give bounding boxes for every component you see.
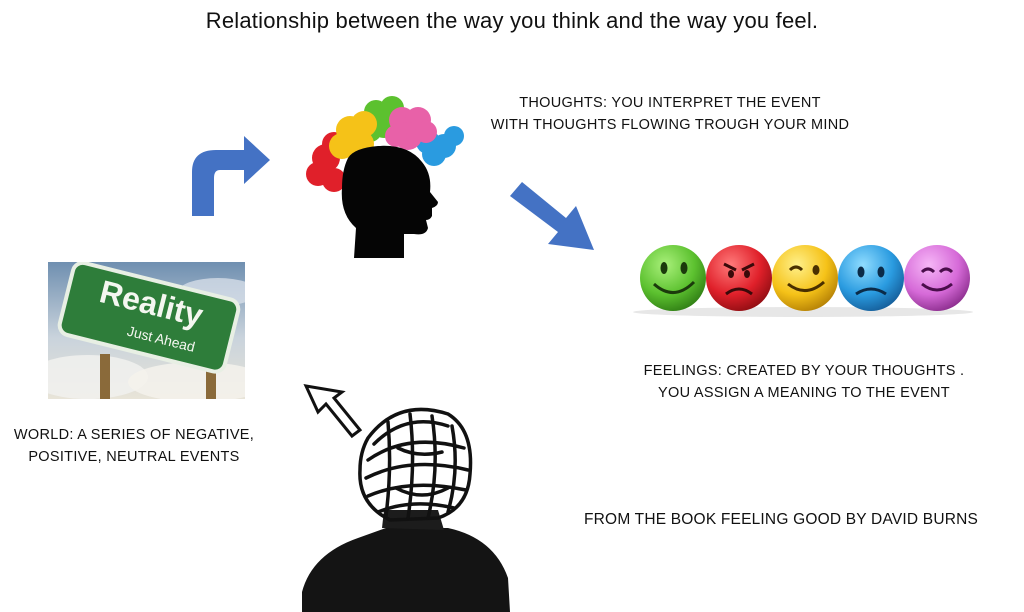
reality-sign-image: Reality Just Ahead	[48, 262, 245, 399]
blue-sad-face	[838, 245, 904, 311]
source-text: FROM THE BOOK FEELING GOOD BY DAVID BURN…	[584, 511, 979, 528]
brain-head-icon	[304, 96, 474, 261]
emoji-faces-icon	[628, 230, 978, 320]
world-caption-line-1: WORLD: A SERIES OF NEGATIVE,	[13, 427, 255, 443]
yellow-wink-face	[772, 245, 838, 311]
feelings-caption-line-1: FEELINGS: CREATED BY YOUR THOUGHTS .	[643, 363, 965, 379]
diagram-title: Relationship between the way you think a…	[205, 8, 819, 33]
world-caption-line-2: POSITIVE, NEUTRAL EVENTS	[28, 449, 240, 465]
thoughts-caption: THOUGHTS: YOU INTERPRET THE EVENT WITH T…	[470, 92, 870, 136]
diagonal-arrow-icon	[506, 178, 598, 254]
curved-arrow-icon	[186, 132, 274, 220]
world-caption: WORLD: A SERIES OF NEGATIVE, POSITIVE, N…	[8, 424, 260, 468]
purple-smile-face	[904, 245, 970, 311]
sketch-head-icon	[298, 378, 514, 612]
feelings-caption: FEELINGS: CREATED BY YOUR THOUGHTS . YOU…	[628, 360, 980, 404]
thoughts-caption-line-2: WITH THOUGHTS FLOWING TROUGH YOUR MIND	[490, 117, 850, 133]
green-happy-face	[640, 245, 706, 311]
thoughts-caption-line-1: THOUGHTS: YOU INTERPRET THE EVENT	[519, 95, 821, 111]
feelings-caption-line-2: YOU ASSIGN A MEANING TO THE EVENT	[658, 385, 950, 401]
red-angry-face	[706, 245, 772, 311]
